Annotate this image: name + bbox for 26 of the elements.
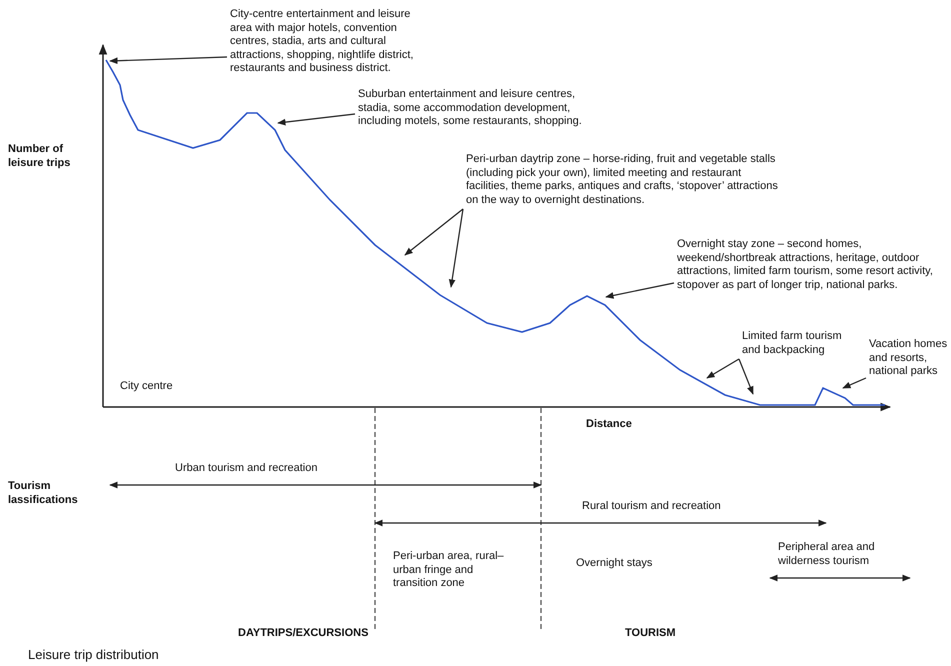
- axis-title: Number of leisure trips: [8, 143, 72, 170]
- leader-arrow: [842, 377, 866, 389]
- leader-arrow: [404, 208, 464, 256]
- annotation-text: City-centre entertainment and leisure area with major hotels, convention centres, stadia, arts and cultural attractions, shopping, nightlife district, restaurants and business district.: [230, 8, 435, 76]
- leader-arrow: [706, 358, 740, 379]
- range-label: Urban tourism and recreation: [175, 462, 318, 476]
- zone-label: Peri-urban area, rural–urban fringe and transition zone: [393, 550, 505, 590]
- leader-arrow: [448, 208, 464, 288]
- label: City centre: [120, 380, 174, 394]
- zone-label: Overnight stays: [576, 557, 654, 570]
- annotation-text: Suburban entertainment and leisure centres, stadia, some accommodation development, including motels, some restaurants, shopping.: [358, 88, 593, 128]
- leader-arrow: [605, 282, 674, 299]
- range-label: Rural tourism and recreation: [582, 500, 722, 514]
- annotation-text: Limited farm tourism and backpacking: [742, 330, 842, 357]
- annotation-text: Peri-urban daytrip zone – horse-riding, fruit and vegetable stalls (including pick your own), limited meeting and restaurant facilities, theme parks, antiques and crafts, ‘stopover’ attractions on the way to overnight destinations.: [466, 153, 778, 207]
- leader-arrow: [109, 56, 228, 64]
- row-title: Tourism lassifications: [8, 480, 79, 507]
- leader-arrow: [277, 113, 356, 126]
- zone-heading: DAYTRIPS/EXCURSIONS: [238, 627, 370, 640]
- annotation-text: Vacation homes and resorts, national parks: [869, 338, 949, 378]
- annotation-text: Overnight stay zone – second homes, weekend/shortbreak attractions, heritage, outdoor attractions, limited farm tourism, some resort activity, stopover as part of longer trip, national parks.: [677, 238, 949, 292]
- zone-label: Peripheral area and wilderness tourism: [778, 541, 876, 568]
- axis-title: Distance: [586, 418, 633, 432]
- caption: Leisure trip distribution: [28, 648, 159, 662]
- zone-heading: TOURISM: [625, 627, 677, 640]
- leader-arrow: [738, 358, 754, 395]
